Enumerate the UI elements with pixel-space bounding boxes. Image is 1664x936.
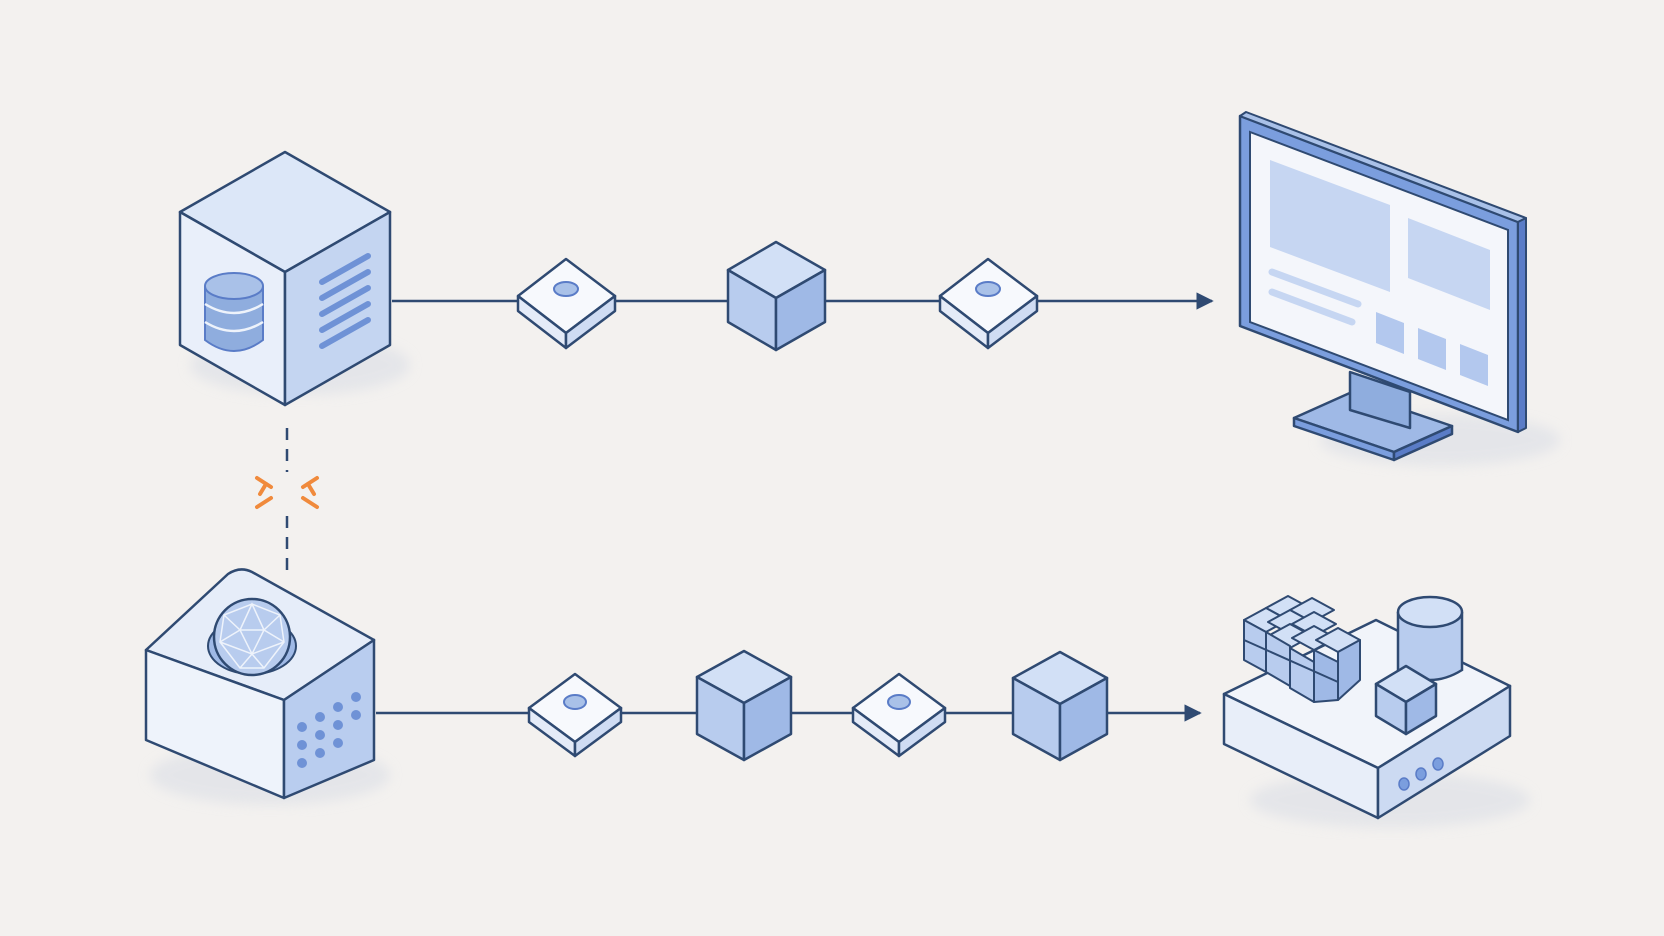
screen-content	[1268, 160, 1490, 386]
connector-port-icon	[887, 694, 911, 710]
database-stack-icon	[204, 272, 264, 352]
block-cluster-icon	[1243, 595, 1361, 703]
top-cube	[726, 240, 827, 352]
server-vent-lines	[319, 253, 371, 349]
bottom-cube-1	[695, 649, 793, 762]
bottom-connector-2	[851, 672, 947, 758]
connector-port-icon	[975, 281, 1001, 297]
cylinder-icon	[1396, 595, 1464, 682]
globe-sensor-device-icon	[144, 568, 390, 805]
database-server-icon	[178, 150, 410, 407]
storage-platform-icon	[1222, 595, 1530, 828]
desktop-monitor-icon	[1238, 111, 1560, 466]
top-connector-1	[516, 257, 617, 350]
connector-port-icon	[563, 694, 587, 710]
disconnect-spark-icon	[255, 476, 319, 509]
bottom-connector-1	[527, 672, 623, 758]
connector-port-icon	[553, 281, 579, 297]
small-cube-icon	[1374, 664, 1438, 736]
globe-icon	[212, 597, 292, 677]
bottom-cube-2	[1011, 650, 1109, 762]
top-connector-2	[938, 257, 1039, 350]
speaker-grille-icon	[297, 692, 361, 768]
status-lights-icon	[1398, 757, 1444, 791]
